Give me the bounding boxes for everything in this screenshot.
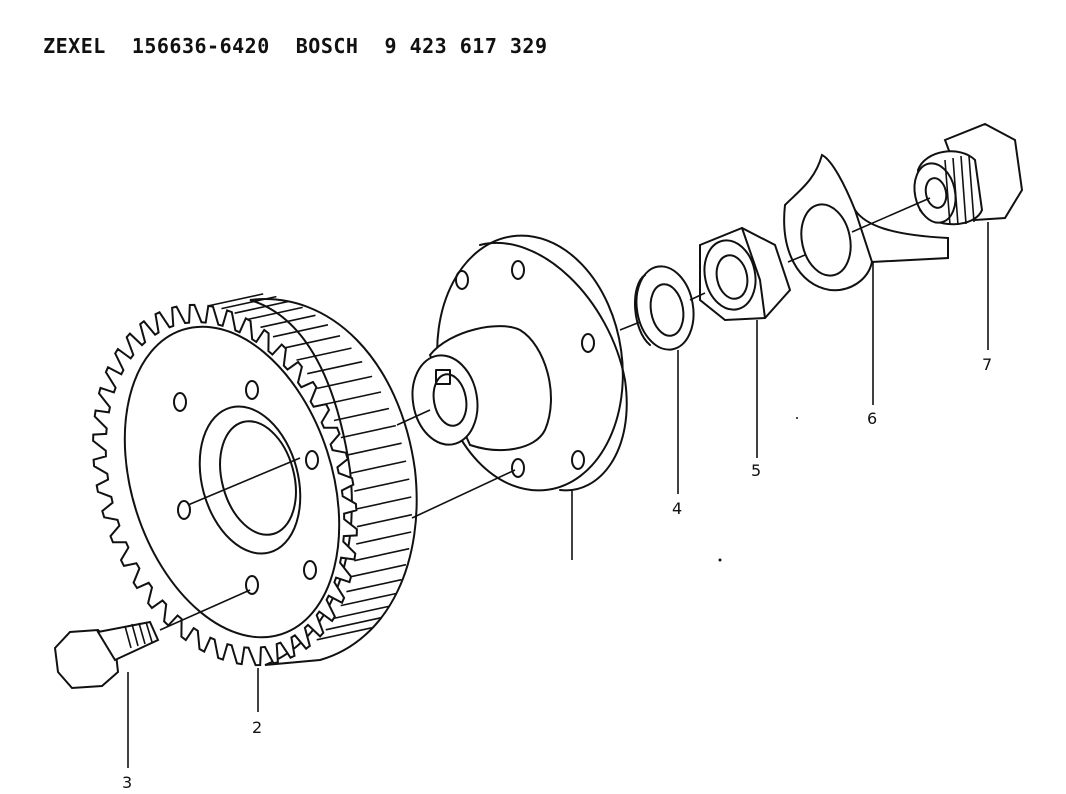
gear-tooth-line bbox=[296, 347, 352, 361]
assembly-lines bbox=[159, 197, 931, 631]
bolt-part bbox=[53, 620, 160, 690]
gear-tooth-line bbox=[325, 617, 381, 631]
gear-tooth-line bbox=[356, 513, 413, 528]
nut-part bbox=[699, 226, 792, 322]
gear-tooth-line bbox=[247, 306, 303, 321]
gear-tooth-line bbox=[260, 314, 316, 329]
gear-tooth-line bbox=[346, 578, 402, 593]
gear-tooth-line bbox=[350, 563, 407, 578]
gear-tooth-line bbox=[354, 478, 410, 492]
gear-tooth-line bbox=[354, 547, 410, 562]
callout-3: 3 bbox=[122, 773, 132, 792]
washer-part bbox=[634, 265, 695, 351]
callout-6: 6 bbox=[867, 409, 877, 428]
gear-tooth-line bbox=[340, 424, 397, 439]
gear-part bbox=[92, 293, 418, 667]
gear-tooth-line bbox=[325, 391, 382, 405]
callout-4: 4 bbox=[672, 499, 682, 518]
header: ZEXEL 156636-6420 BOSCH 9 423 617 329 bbox=[18, 10, 574, 58]
gear-tooth-line bbox=[333, 407, 390, 422]
leader-lines bbox=[127, 222, 989, 768]
gear-tooth-line bbox=[272, 324, 329, 338]
brand-bosch: BOSCH bbox=[295, 34, 359, 58]
gear-tooth-line bbox=[356, 496, 412, 510]
part-number-zexel: 156636-6420 bbox=[131, 34, 270, 58]
hub-flange-part bbox=[411, 234, 628, 492]
gear-tooth-line bbox=[221, 295, 277, 310]
gear-tooth-line bbox=[234, 300, 290, 314]
lock-plate-part bbox=[783, 153, 949, 292]
gear-tooth-line bbox=[350, 460, 407, 474]
brand-zexel: ZEXEL bbox=[43, 34, 106, 58]
part-number-bosch: 9 423 617 329 bbox=[384, 34, 548, 58]
gear-tooth-line bbox=[340, 592, 396, 607]
callout-5: 5 bbox=[751, 461, 761, 480]
gear-tooth-line bbox=[316, 375, 373, 390]
gear-tooth-line bbox=[284, 335, 341, 349]
gear-tooth-line bbox=[346, 442, 402, 456]
gear-tooth-line bbox=[307, 360, 363, 375]
gear-tooth-line bbox=[316, 627, 372, 641]
plug-part bbox=[913, 122, 1024, 226]
gear-tooth-line bbox=[356, 531, 412, 545]
callout-2: 2 bbox=[252, 718, 262, 737]
gear-tooth-line bbox=[333, 605, 389, 620]
gear-tooth-line bbox=[208, 293, 264, 307]
callout-7: 7 bbox=[982, 355, 992, 374]
